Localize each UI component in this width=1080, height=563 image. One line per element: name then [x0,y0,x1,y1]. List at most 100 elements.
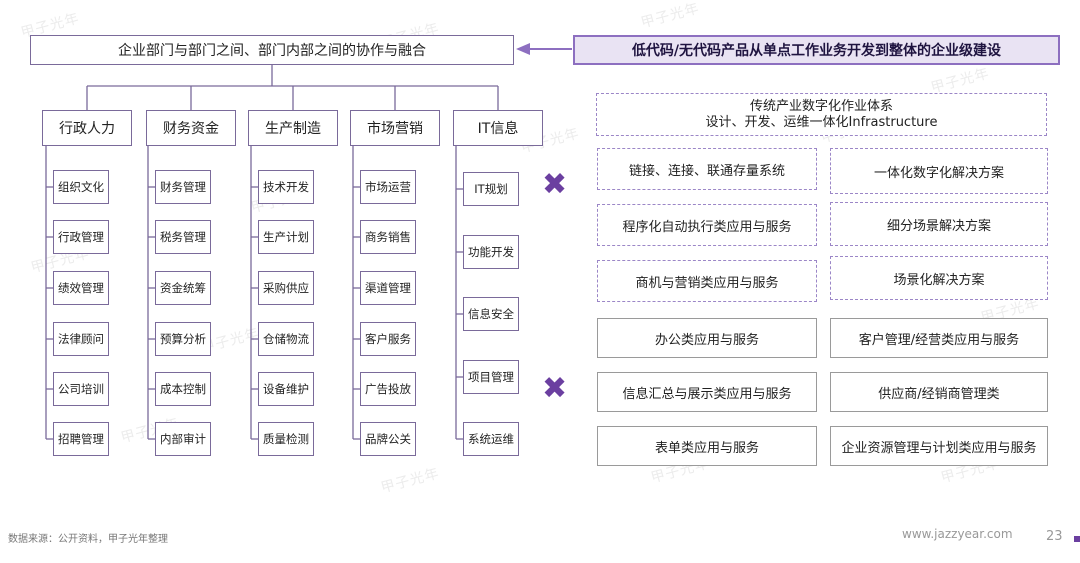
department-item: 商务销售 [360,220,416,254]
department-item: 品牌公关 [360,422,416,456]
department-item-label: 绩效管理 [58,281,104,295]
department-item-label: 资金统筹 [160,281,206,295]
department-item-label: 成本控制 [160,382,206,396]
dashed-box-label: 商机与营销类应用与服务 [635,275,779,291]
dashed-box-left-1: 链接、连接、联通存量系统 [597,148,817,190]
department-item: 预算分析 [155,322,211,356]
lowcode-banner-text: 低代码/无代码产品从单点工作业务开发到整体的企业级建设 [631,43,1002,59]
department-item-label: 信息安全 [468,307,514,321]
department-item: 财务管理 [155,170,211,204]
collaboration-title: 企业部门与部门之间、部门内部之间的协作与融合 [118,43,426,59]
department-box: 市场营销 [350,110,440,146]
department-item: 信息安全 [463,297,519,331]
dashed-box-label: 细分场景解决方案 [886,218,991,234]
department-item-label: 商务销售 [365,230,411,244]
department-item: 采购供应 [258,271,314,305]
department-item-label: 行政管理 [58,230,104,244]
department-box: IT信息 [453,110,543,146]
solid-box-left-1: 办公类应用与服务 [597,318,817,358]
solid-box-left-3: 表单类应用与服务 [597,426,817,466]
department-box: 财务资金 [146,110,236,146]
department-item: 项目管理 [463,360,519,394]
department-name: 市场营销 [367,121,423,137]
department-item-label: 财务管理 [160,180,206,194]
department-item: 市场运营 [360,170,416,204]
department-item-label: 渠道管理 [365,281,411,295]
department-item: 渠道管理 [360,271,416,305]
department-name: 生产制造 [265,121,321,137]
dashed-box-left-2: 程序化自动执行类应用与服务 [597,204,817,246]
solid-box-label: 信息汇总与展示类应用与服务 [622,386,792,402]
department-name: IT信息 [477,121,519,137]
department-item-label: 仓储物流 [263,332,309,346]
department-item-label: 组织文化 [58,180,104,194]
department-box: 行政人力 [42,110,132,146]
department-item: 组织文化 [53,170,109,204]
department-item: 仓储物流 [258,322,314,356]
department-item: 资金统筹 [155,271,211,305]
department-item: 行政管理 [53,220,109,254]
department-item: 功能开发 [463,235,519,269]
solid-box-label: 供应商/经销商管理类 [878,386,1000,402]
department-item-label: 品牌公关 [365,432,411,446]
department-item-label: IT规划 [474,182,508,196]
source-note: 数据来源：公开资料，甲子光年整理 [8,534,168,545]
corner-accent [1074,536,1080,542]
department-item: 生产计划 [258,220,314,254]
cross-icon: ✖ [542,371,568,406]
dashed-box-label: 链接、连接、联通存量系统 [628,163,785,179]
department-item: 设备维护 [258,372,314,406]
department-item-label: 客户服务 [365,332,411,346]
department-item: 绩效管理 [53,271,109,305]
solid-box-label: 办公类应用与服务 [654,332,759,348]
department-item-label: 技术开发 [263,180,309,194]
dashed-box-right-1: 一体化数字化解决方案 [830,148,1048,194]
department-item-label: 招聘管理 [58,432,104,446]
solid-box-label: 客户管理/经营类应用与服务 [858,332,1020,348]
department-item: 税务管理 [155,220,211,254]
department-item-label: 功能开发 [468,245,514,259]
department-item-label: 广告投放 [365,382,411,396]
department-item-label: 内部审计 [160,432,206,446]
department-item-label: 采购供应 [263,281,309,295]
solid-box-label: 表单类应用与服务 [654,440,759,456]
department-item: 技术开发 [258,170,314,204]
department-item: 广告投放 [360,372,416,406]
department-item-label: 法律顾问 [58,332,104,346]
infrastructure-box: 传统产业数字化作业体系 设计、开发、运维一体化Infrastructure [596,93,1047,136]
infrastructure-line-1: 传统产业数字化作业体系 [749,98,893,114]
dashed-box-right-3: 场景化解决方案 [830,256,1048,300]
solid-box-right-2: 供应商/经销商管理类 [830,372,1048,412]
solid-box-right-3: 企业资源管理与计划类应用与服务 [830,426,1048,466]
department-name: 财务资金 [163,121,219,137]
dashed-box-label: 程序化自动执行类应用与服务 [622,219,792,235]
solid-box-label: 企业资源管理与计划类应用与服务 [841,440,1037,456]
page-number: 23 [1046,529,1063,544]
department-item-label: 设备维护 [263,382,309,396]
department-item: 成本控制 [155,372,211,406]
department-item: IT规划 [463,172,519,206]
dashed-box-label: 一体化数字化解决方案 [873,165,1004,181]
department-item-label: 系统运维 [468,432,514,446]
collaboration-title-box: 企业部门与部门之间、部门内部之间的协作与融合 [30,35,514,65]
department-item-label: 预算分析 [160,332,206,346]
department-item: 客户服务 [360,322,416,356]
banner-arrow-head [516,43,530,55]
department-item-label: 市场运营 [365,180,411,194]
department-box: 生产制造 [248,110,338,146]
solid-box-left-2: 信息汇总与展示类应用与服务 [597,372,817,412]
dashed-box-left-3: 商机与营销类应用与服务 [597,260,817,302]
department-item: 内部审计 [155,422,211,456]
department-item: 招聘管理 [53,422,109,456]
website: www.jazzyear.com [902,527,1013,541]
department-name: 行政人力 [59,121,115,137]
department-item: 系统运维 [463,422,519,456]
infrastructure-line-2: 设计、开发、运维一体化Infrastructure [705,114,938,130]
department-item: 公司培训 [53,372,109,406]
department-item-label: 生产计划 [263,230,309,244]
department-item-label: 公司培训 [58,382,104,396]
department-item: 法律顾问 [53,322,109,356]
department-item-label: 质量检测 [263,432,309,446]
department-item-label: 税务管理 [160,230,206,244]
cross-icon: ✖ [542,167,568,202]
